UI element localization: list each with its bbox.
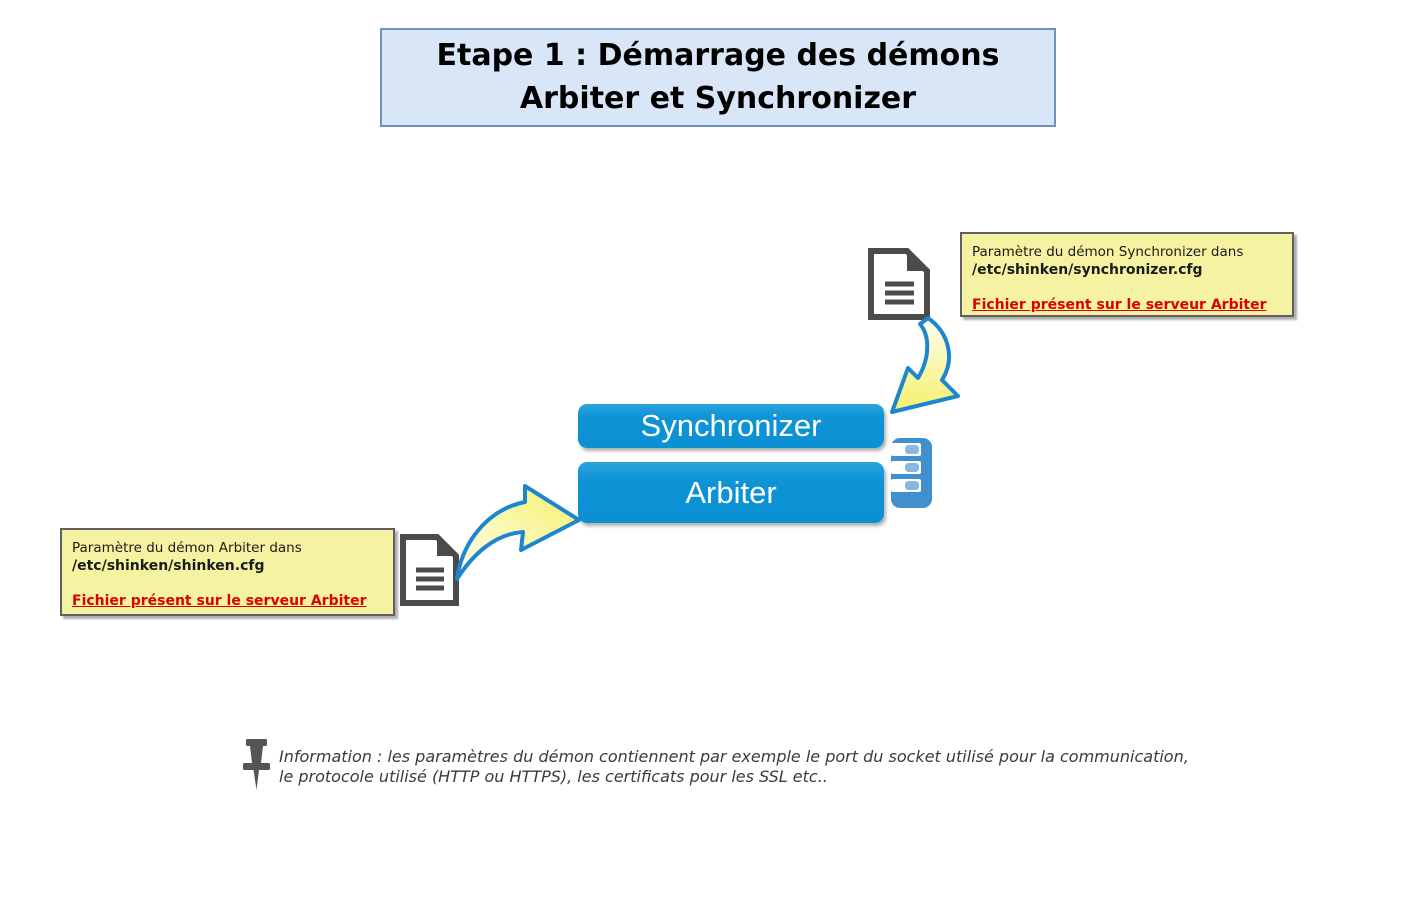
info-note: Information : les paramètres du démon co… bbox=[279, 747, 1209, 787]
curved-arrow-right-icon bbox=[455, 484, 581, 581]
title-line2: Arbiter et Synchronizer bbox=[519, 80, 917, 116]
pushpin-icon bbox=[243, 739, 270, 790]
note-synchronizer-intro: Paramètre du démon Synchronizer dans bbox=[972, 244, 1244, 260]
server-icon bbox=[891, 438, 932, 508]
node-arbiter-label: Arbiter bbox=[685, 474, 777, 510]
note-arbiter-intro: Paramètre du démon Arbiter dans bbox=[72, 540, 302, 556]
title-line1: Etape 1 : Démarrage des démons bbox=[436, 37, 1000, 73]
curved-arrow-down-icon bbox=[890, 316, 960, 414]
note-arbiter: Paramètre du démon Arbiter dans /etc/shi… bbox=[60, 528, 395, 616]
note-synchronizer: Paramètre du démon Synchronizer dans /et… bbox=[960, 232, 1294, 317]
node-arbiter: Arbiter bbox=[578, 462, 884, 523]
note-synchronizer-link[interactable]: Fichier présent sur le serveur Arbiter bbox=[972, 297, 1267, 313]
info-line1: Information : les paramètres du démon co… bbox=[279, 747, 1189, 766]
node-synchronizer: Synchronizer bbox=[578, 404, 884, 448]
note-arbiter-link[interactable]: Fichier présent sur le serveur Arbiter bbox=[72, 593, 367, 609]
document-icon bbox=[868, 248, 930, 320]
node-synchronizer-label: Synchronizer bbox=[640, 408, 822, 443]
note-arbiter-path: /etc/shinken/shinken.cfg bbox=[72, 558, 265, 574]
note-synchronizer-path: /etc/shinken/synchronizer.cfg bbox=[972, 262, 1203, 278]
title-box: Etape 1 : Démarrage des démons Arbiter e… bbox=[380, 28, 1056, 127]
info-line2: le protocole utilisé (HTTP ou HTTPS), le… bbox=[279, 767, 828, 786]
